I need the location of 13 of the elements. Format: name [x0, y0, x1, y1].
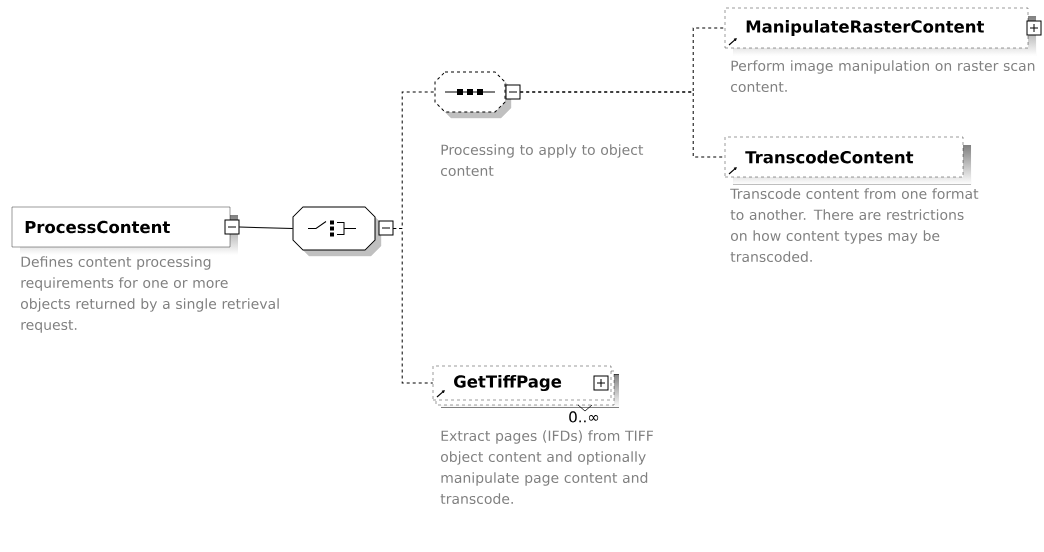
element-box: GetTiffPage: [432, 365, 619, 408]
description-text: Transcode content from one format to another. There are restrictions on how content types may be transcoded.: [730, 188, 979, 263]
element-box: ProcessContent: [11, 206, 238, 255]
cardinality-label: 0..∞: [569, 411, 599, 423]
element-box: ManipulateRasterContent: [724, 7, 1036, 56]
connector-line: [392, 228, 434, 384]
description-text: Perform image manipulation on raster scan content.: [731, 60, 1035, 93]
description-text: Extract pages (IFDs) from TIFF object content and optionally manipulate page content and transcode.: [440, 430, 653, 505]
description-text: Processing to apply to object content: [440, 144, 644, 177]
description-text: Defines content processing requirements for one or more objects returned by a single retrieval request.: [20, 256, 279, 333]
connector-line: [519, 91, 726, 158]
element-box: TranscodeContent: [724, 136, 971, 185]
connector-line: [238, 226, 294, 229]
